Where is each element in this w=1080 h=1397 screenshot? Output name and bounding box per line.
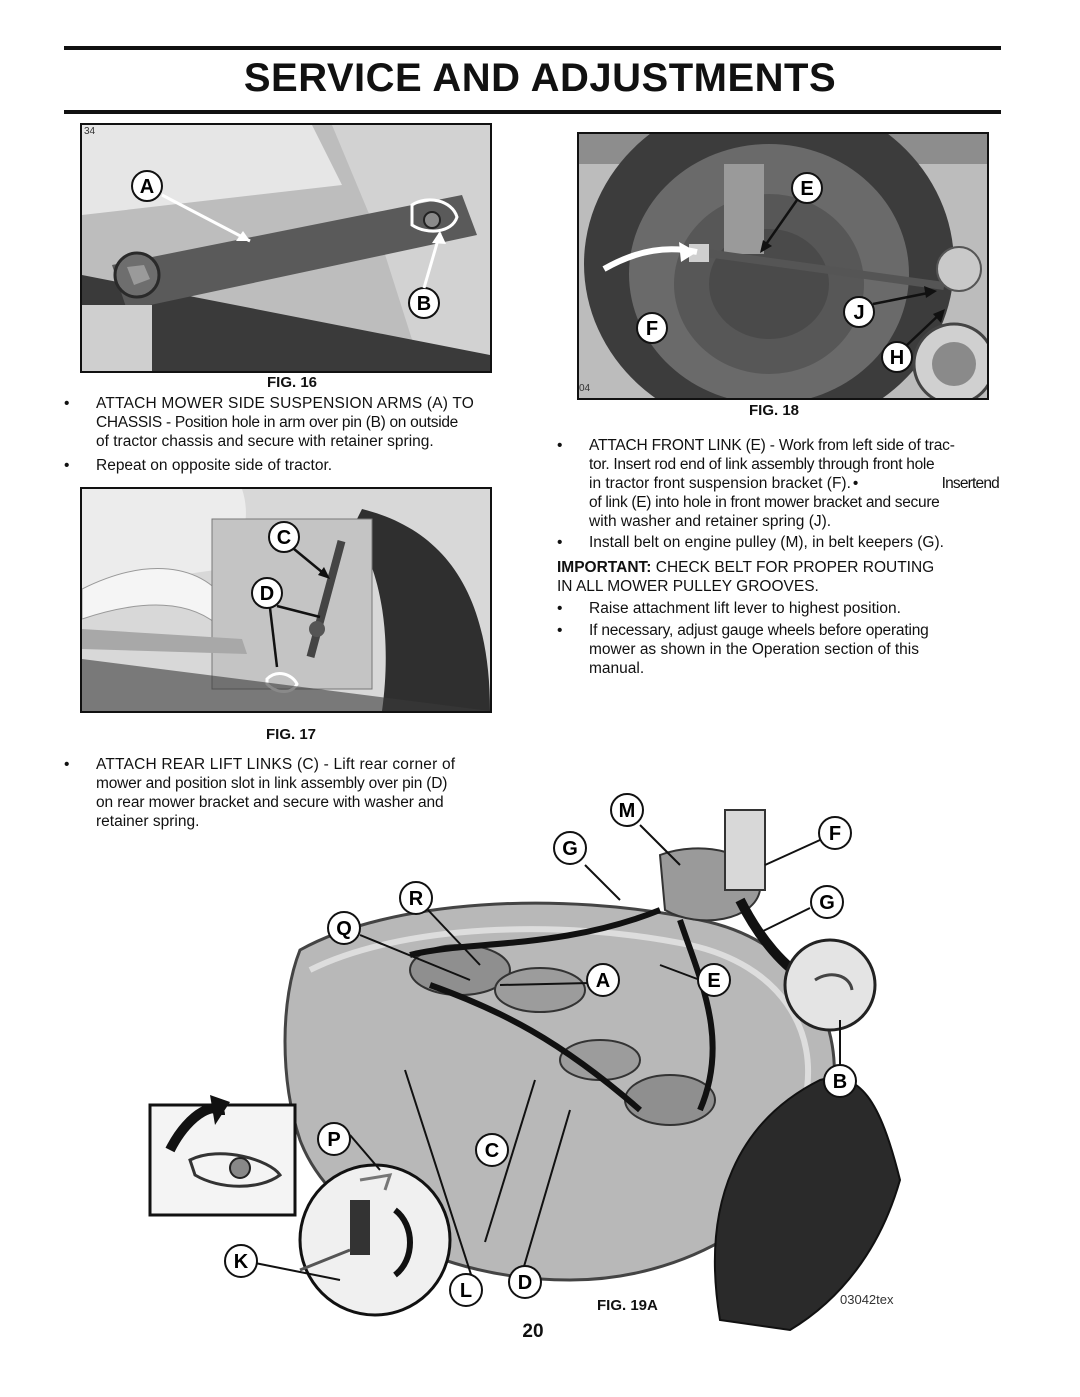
text-line: CHECK BELT FOR PROPER ROUTING	[655, 559, 935, 576]
fig16-label-b: B	[417, 293, 431, 315]
fig17-label-c: C	[277, 527, 291, 549]
fig18-label-f: F	[646, 318, 658, 340]
fig17-label-d: D	[260, 583, 274, 605]
fig18-label-j: J	[853, 302, 864, 324]
page-title: SERVICE AND ADJUSTMENTS	[243, 56, 837, 100]
text-line: mower as shown in the Operation section …	[589, 641, 919, 658]
page-number: 20	[522, 1321, 544, 1342]
fig19a-label-k: K	[234, 1251, 249, 1273]
fig16-image	[80, 123, 492, 373]
fig18-caption: FIG. 18	[749, 402, 800, 419]
text-line: in tractor front suspension bracket (F).	[589, 475, 851, 492]
top-rule	[64, 46, 1001, 50]
fig18-label-h: H	[890, 347, 904, 369]
fig19a-label-p: P	[327, 1129, 340, 1151]
text-line: ATTACH REAR LIFT LINKS (C) - Lift rear c…	[96, 756, 456, 773]
text-line: ATTACH MOWER SIDE SUSPENSION ARMS (A) TO	[96, 395, 475, 412]
text-line: Raise attachment lift lever to highest p…	[589, 600, 901, 617]
fig19a-code: 03042tex	[840, 1292, 894, 1307]
fig17-caption: FIG. 17	[266, 726, 317, 743]
fig19a-label-f: F	[829, 823, 841, 845]
text-line: retainer spring.	[96, 813, 200, 830]
fig16-callouts: A B	[131, 170, 446, 319]
title-rule	[64, 110, 1001, 114]
fig19a-label-m: M	[619, 800, 636, 822]
fig19a-label-c: C	[485, 1140, 499, 1162]
text-line: Repeat on opposite side of tractor.	[96, 457, 333, 474]
text-line: tor. Insert rod end of link assembly thr…	[589, 456, 935, 473]
text-line: mower and position slot in link assembly…	[96, 775, 448, 792]
fig19a-caption: FIG. 19A	[597, 1297, 658, 1314]
fig19a-label-e: E	[707, 970, 720, 992]
fig16-caption: FIG. 16	[267, 374, 318, 391]
fig19a-label-g-right: G	[819, 892, 835, 914]
text-line: Install belt on engine pulley (M), in be…	[589, 534, 944, 551]
fig19a-label-r: R	[409, 888, 424, 910]
fig19a-label-l: L	[460, 1280, 472, 1302]
text-line: ATTACH FRONT LINK (E) - Work from left s…	[589, 437, 955, 454]
fig19a-label-d: D	[518, 1272, 532, 1294]
text-line: CHASSIS - Position hole in arm over pin …	[96, 414, 458, 431]
text-line: IN ALL MOWER PULLEY GROOVES.	[557, 578, 819, 595]
fig18-label-e: E	[800, 178, 813, 200]
text-line: with washer and retainer spring (J).	[589, 513, 832, 530]
fig19a-label-q: Q	[336, 918, 352, 940]
fig19a-illustration	[148, 809, 902, 1332]
fig19a-callouts: M G F R G Q A E B P C K L D 03042tex	[224, 793, 894, 1307]
fig19a-label-b: B	[833, 1071, 847, 1093]
fig18-callouts: E F J H	[636, 172, 945, 373]
fig16-corner-code: 34	[84, 126, 96, 137]
text-line: of tractor chassis and secure with retai…	[96, 433, 434, 450]
text-line: manual.	[589, 660, 645, 677]
fig17-callouts: C D	[251, 521, 330, 668]
text-line: Insertend	[941, 475, 1000, 492]
text-line: If necessary, adjust gauge wheels before…	[589, 622, 929, 639]
fig18-image	[577, 132, 989, 400]
fig19a-label-g-top: G	[562, 838, 578, 860]
fig16-label-a: A	[140, 176, 154, 198]
fig18-corner-code: 04	[579, 383, 591, 394]
text-line: on rear mower bracket and secure with wa…	[96, 794, 444, 811]
fig17-image	[80, 487, 492, 713]
important-label: IMPORTANT:	[557, 559, 652, 576]
text-line: of link (E) into hole in front mower bra…	[589, 494, 940, 511]
fig19a-label-a: A	[596, 970, 610, 992]
